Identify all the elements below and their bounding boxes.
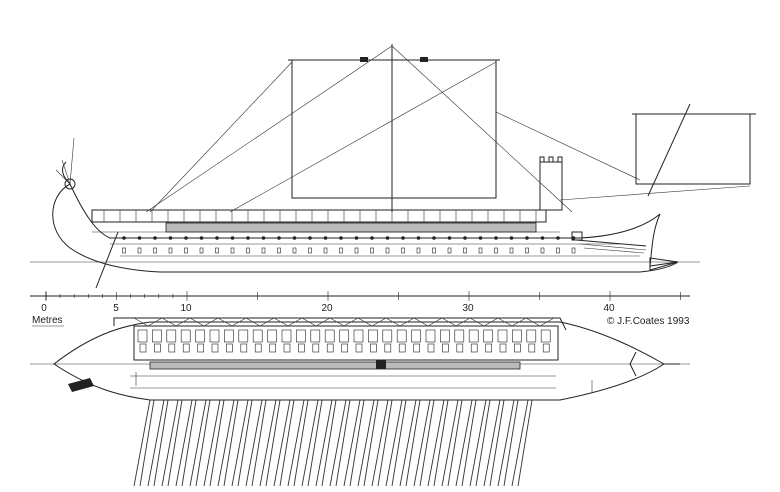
oarport-row [122, 236, 576, 254]
main-sail [291, 59, 497, 199]
scale-tick-label: 40 [603, 303, 615, 314]
scale-tick-label: 10 [180, 303, 192, 314]
scale-unit-label: Metres [32, 315, 63, 326]
outrigger-canopy [91, 209, 547, 223]
deck-tower [539, 161, 563, 211]
fore-mast [647, 103, 691, 197]
oarbox-screen [165, 222, 537, 233]
oar-bank [133, 399, 533, 487]
copyright-text: © J.F.Coates 1993 [607, 316, 690, 327]
deck-plan [30, 317, 690, 487]
scale-tick-label: 20 [321, 303, 333, 314]
scale-bar: 0 5 10 20 30 40 Metres © J.F.Coates 1993 [30, 291, 690, 327]
scale-tick-label: 5 [113, 303, 119, 314]
rowing-benches [133, 325, 559, 361]
gangway [149, 361, 521, 370]
bench-grid [137, 329, 551, 353]
scale-tick-label: 0 [41, 303, 47, 314]
stern-grating [68, 378, 94, 392]
side-elevation [30, 44, 756, 289]
steering-oar [95, 231, 119, 289]
fore-sail [635, 113, 751, 185]
ram [649, 257, 679, 271]
scale-tick-label: 30 [462, 303, 474, 314]
